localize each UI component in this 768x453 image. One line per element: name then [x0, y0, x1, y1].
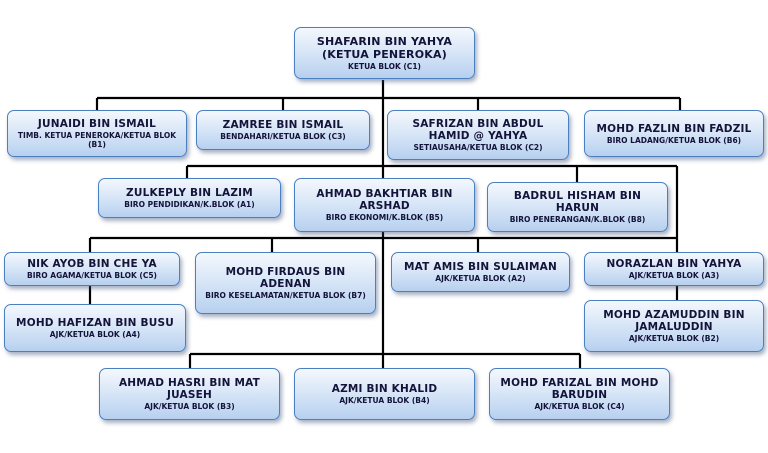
node-role: KETUA BLOK (C1): [348, 62, 421, 71]
org-node-b6: MOHD FAZLIN BIN FADZIL BIRO LADANG/KETUA…: [584, 110, 764, 157]
node-role: BIRO LADANG/KETUA BLOK (B6): [606, 135, 742, 145]
node-name: MOHD FAZLIN BIN FADZIL: [596, 122, 752, 135]
node-role: BIRO AGAMA/KETUA BLOK (C5): [27, 271, 157, 280]
node-name: MOHD FIRDAUS BIN ADENAN: [225, 266, 346, 290]
node-role: AJK/KETUA BLOK (A4): [49, 330, 141, 339]
node-role: TIMB. KETUA PENEROKA/KETUA BLOK (B1): [17, 131, 177, 149]
org-node-a3: NORAZLAN BIN YAHYA AJK/KETUA BLOK (A3): [584, 252, 764, 286]
org-node-a2: MAT AMIS BIN SULAIMAN AJK/KETUA BLOK (A2…: [391, 252, 570, 292]
org-node-b3: AHMAD HASRI BIN MAT JUASEH AJK/KETUA BLO…: [99, 368, 280, 420]
node-name: MAT AMIS BIN SULAIMAN: [403, 261, 557, 273]
node-role: SETIAUSAHA/KETUA BLOK (C2): [413, 143, 543, 152]
node-name: AHMAD HASRI BIN MAT JUASEH: [118, 377, 261, 401]
node-role: BENDAHARI/KETUA BLOK (C3): [220, 132, 346, 141]
org-node-a1: ZULKEPLY BIN LAZIM BIRO PENDIDIKAN/K.BLO…: [98, 178, 281, 218]
org-node-c5: NIK AYOB BIN CHE YA BIRO AGAMA/KETUA BLO…: [4, 252, 180, 286]
node-role: AJK/KETUA BLOK (A2): [435, 274, 526, 283]
node-name: SAFRIZAN BIN ABDUL HAMID @ YAHYA: [412, 118, 544, 142]
node-name: AZMI BIN KHALID: [331, 383, 438, 395]
node-name: SHAFARIN BIN YAHYA: [316, 35, 453, 48]
node-role: AJK/KETUA BLOK (B4): [339, 396, 430, 405]
node-role: AJK/KETUA BLOK (B3): [144, 402, 235, 411]
node-role: AJK/KETUA BLOK (B2): [628, 334, 720, 343]
org-node-c1: SHAFARIN BIN YAHYA (KETUA PENEROKA) KETU…: [294, 27, 475, 79]
node-subtitle: (KETUA PENEROKA): [322, 48, 447, 61]
org-node-a4: MOHD HAFIZAN BIN BUSU AJK/KETUA BLOK (A4…: [4, 304, 186, 352]
node-name: NIK AYOB BIN CHE YA: [27, 258, 157, 270]
node-name: MOHD AZAMUDDIN BIN JAMALUDDIN: [603, 309, 745, 333]
node-name: MOHD FARIZAL BIN MOHD BARUDIN: [500, 377, 659, 401]
org-node-b2: MOHD AZAMUDDIN BIN JAMALUDDIN AJK/KETUA …: [584, 300, 764, 352]
org-node-b7: MOHD FIRDAUS BIN ADENAN BIRO KESELAMATAN…: [195, 252, 376, 314]
node-role: BIRO EKONOMI/K.BLOK (B5): [325, 213, 444, 222]
node-role: BIRO PENDIDIKAN/K.BLOK (A1): [124, 200, 255, 209]
node-name: NORAZLAN BIN YAHYA: [606, 258, 742, 270]
org-node-b8: BADRUL HISHAM BIN HARUN BIRO PENERANGAN/…: [487, 182, 668, 232]
org-node-b1: JUNAIDI BIN ISMAIL TIMB. KETUA PENEROKA/…: [7, 110, 187, 157]
org-node-c2: SAFRIZAN BIN ABDUL HAMID @ YAHYA SETIAUS…: [387, 110, 569, 160]
org-node-b4: AZMI BIN KHALID AJK/KETUA BLOK (B4): [294, 368, 475, 420]
node-role: BIRO PENERANGAN/K.BLOK (B8): [509, 215, 646, 224]
node-name: JUNAIDI BIN ISMAIL: [37, 118, 157, 130]
org-node-c4: MOHD FARIZAL BIN MOHD BARUDIN AJK/KETUA …: [489, 368, 670, 420]
node-name: ZAMREE BIN ISMAIL: [222, 119, 344, 131]
node-role: BIRO KESELAMATAN/KETUA BLOK (B7): [205, 291, 366, 300]
node-role: AJK/KETUA BLOK (C4): [534, 402, 625, 411]
node-name: MOHD HAFIZAN BIN BUSU: [16, 317, 174, 329]
org-node-b5: AHMAD BAKHTIAR BIN ARSHAD BIRO EKONOMI/K…: [294, 178, 475, 232]
node-name: BADRUL HISHAM BIN HARUN: [513, 190, 642, 214]
node-name: ZULKEPLY BIN LAZIM: [126, 187, 253, 199]
node-name: AHMAD BAKHTIAR BIN ARSHAD: [316, 188, 453, 212]
node-role: AJK/KETUA BLOK (A3): [628, 271, 720, 280]
org-node-c3: ZAMREE BIN ISMAIL BENDAHARI/KETUA BLOK (…: [196, 110, 370, 150]
